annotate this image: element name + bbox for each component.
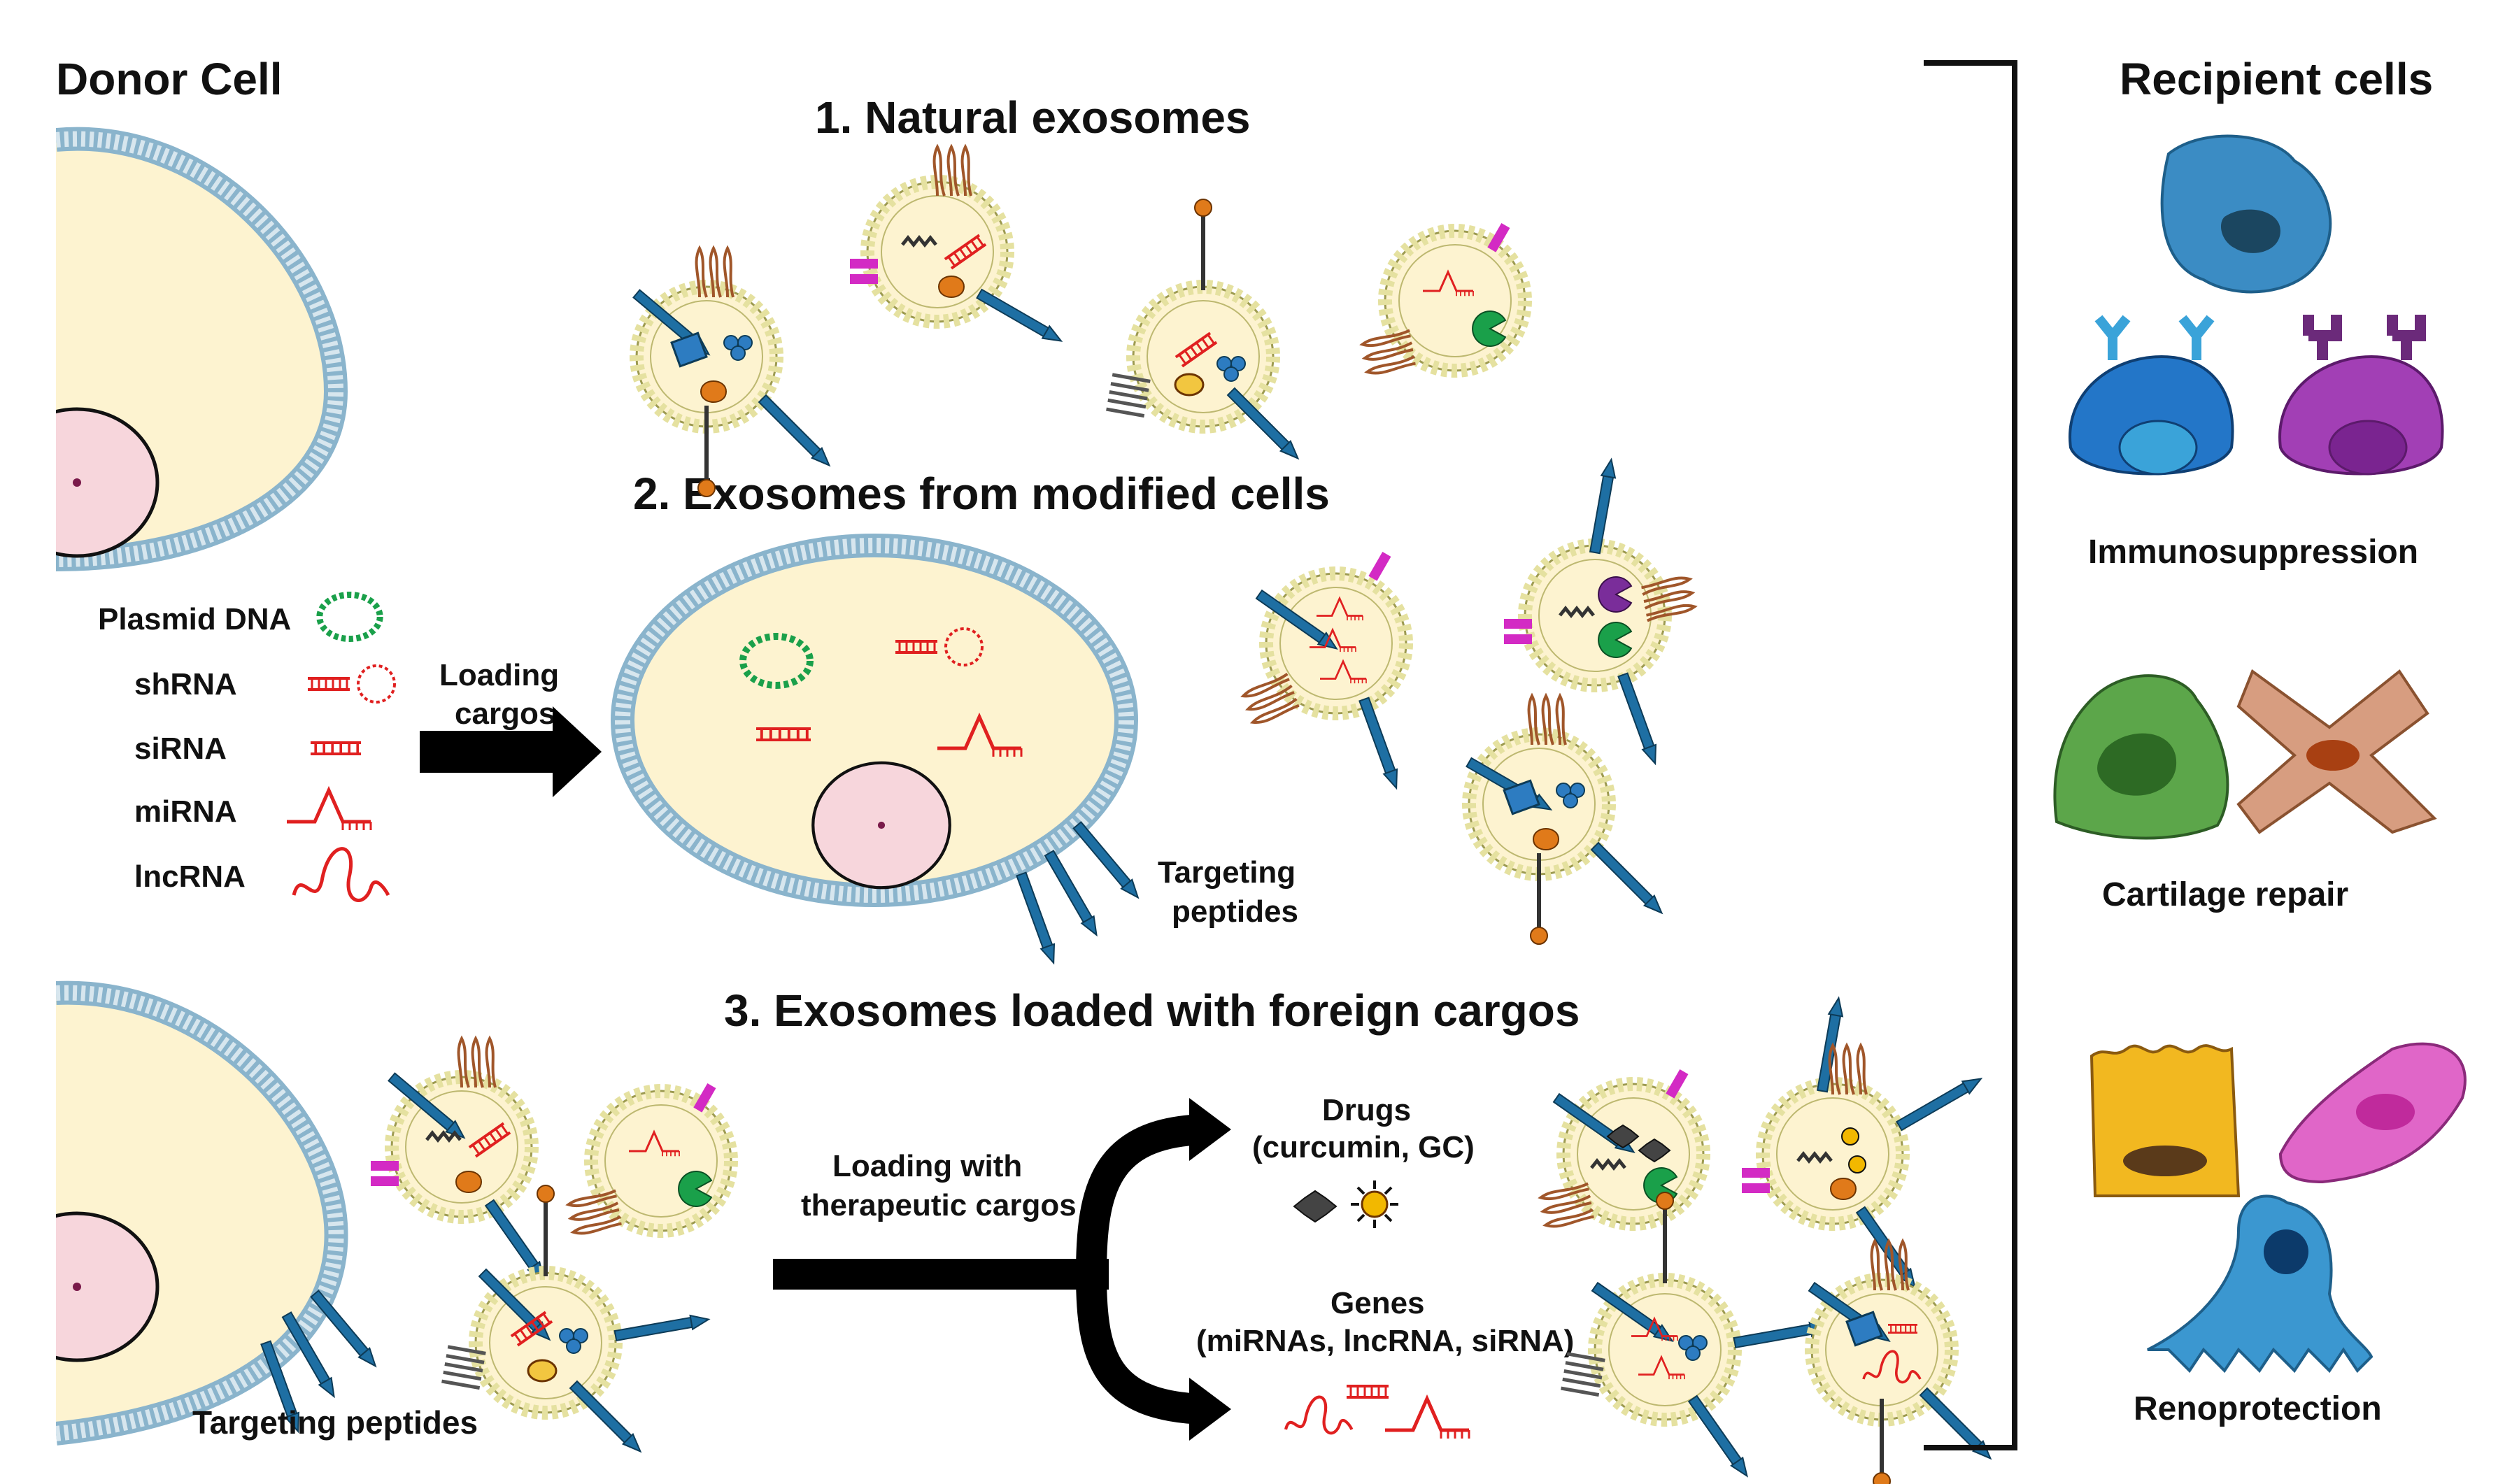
gene-mirna-icon [1385, 1399, 1469, 1439]
targeting-peptides-mid-line1: Targeting [1158, 855, 1296, 890]
loaded-exosome [371, 1037, 551, 1285]
gene-sirna-icon [1345, 1385, 1390, 1399]
recipient-cell-podocyte [2147, 1194, 2373, 1374]
immunosuppression-label: Immunosuppression [2088, 534, 2418, 571]
recipient-cell-purple-lymphocyte [2278, 315, 2444, 476]
loading-therapeutic-label-line2: therapeutic cargos [801, 1188, 1077, 1222]
recipient-cell-macrophage [2160, 134, 2332, 294]
drug-sun-icon [1351, 1180, 1398, 1228]
section-2-title: 2. Exosomes from modified cells [633, 469, 1330, 519]
recipient-cell-blue-lymphocyte [2069, 315, 2234, 476]
shrna-icon [306, 664, 396, 704]
drugs-title: Drugs [1322, 1093, 1411, 1127]
donor-cell-bottom [0, 965, 382, 1455]
renoprotection-label: Renoprotection [2134, 1390, 2382, 1427]
cartilage-repair-label: Cartilage repair [2102, 876, 2348, 913]
loaded-exosome [441, 1185, 711, 1457]
donor-cell-top [0, 105, 348, 594]
modified-exosome [1240, 552, 1406, 792]
section-3-title: 3. Exosomes loaded with foreign cargos [724, 985, 1580, 1036]
mirna-icon [287, 790, 371, 830]
gene-lncrna-icon [1284, 1395, 1354, 1435]
loading-cargos-arrow [420, 706, 602, 797]
targeting-peptides-mid-line2: peptides [1172, 894, 1298, 929]
recipient-cells-title: Recipient cells [2120, 54, 2433, 104]
gene-loaded-exosome [1808, 1240, 1996, 1484]
loading-therapeutic-label-line1: Loading with [832, 1149, 1022, 1183]
donor-cell-title: Donor Cell [56, 54, 283, 104]
bracket [1924, 60, 2017, 1450]
drug-loaded-exosome [1742, 996, 1985, 1292]
loading-cargos-label-line1: Loading [439, 658, 559, 692]
legend-lncrna-label: lncRNA [134, 859, 246, 894]
genes-detail: (miRNAs, lncRNA, siRNA) [1196, 1324, 1574, 1358]
recipient-cell-chondrocyte-green [2053, 674, 2229, 840]
recipient-cell-chondrocyte-tan [2236, 669, 2437, 834]
legend-plasmid-label: Plasmid DNA [98, 602, 291, 636]
recipient-cell-tubular [2089, 1044, 2241, 1197]
targeting-peptides-bottom-label: Targeting peptides [192, 1404, 478, 1441]
genes-title: Genes [1331, 1286, 1425, 1320]
loading-cargos-label-line2: cargos [455, 697, 555, 731]
drug-gray-icon [1293, 1190, 1337, 1223]
natural-exosome [632, 247, 835, 497]
modified-exosome [1466, 694, 1668, 944]
sirna-icon [311, 743, 361, 754]
natural-exosome [850, 145, 1065, 348]
plasmid-icon [320, 595, 380, 639]
lncrna-icon [292, 847, 390, 902]
loaded-exosome [566, 1083, 731, 1235]
drugs-detail: (curcumin, GC) [1252, 1130, 1475, 1164]
modified-exosome [1504, 457, 1697, 767]
natural-exosome [1106, 199, 1304, 464]
legend-shrna-label: shRNA [134, 667, 237, 701]
legend-mirna-label: miRNA [134, 794, 237, 829]
drug-loaded-exosome [1538, 1069, 1703, 1228]
recipient-cell-pink [2278, 1042, 2467, 1184]
section-1-title: 1. Natural exosomes [815, 92, 1251, 143]
loading-therapeutic-arrow [773, 1098, 1231, 1441]
gene-loaded-exosome [1561, 1192, 1830, 1481]
modified-donor-cell [611, 534, 1144, 966]
legend-sirna-label: siRNA [134, 732, 227, 766]
natural-exosome [1360, 223, 1525, 375]
